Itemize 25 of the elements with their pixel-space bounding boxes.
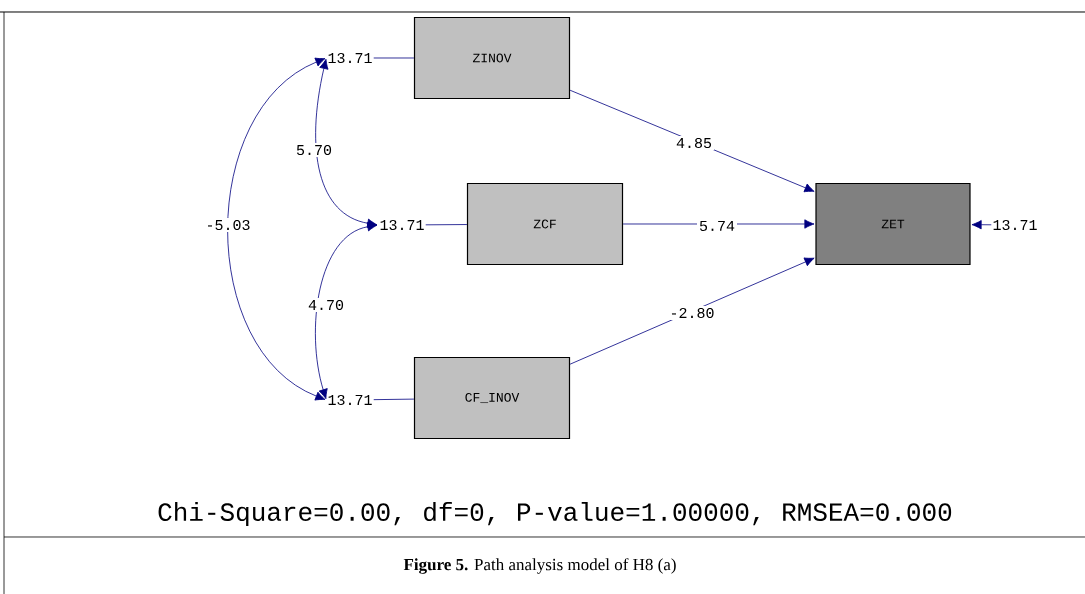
edge-label: -5.03 [203,217,253,233]
variable-box: ZET [815,182,971,266]
connector-line [373,398,415,401]
variance-value: 13.71 [380,219,424,231]
connector-line [425,224,468,226]
variance-value: 13.71 [328,394,372,406]
covariance-arrow [315,58,378,228]
variance-value: 13.71 [328,52,372,64]
caption: Figure 5. Path analysis model of H8 (a) [403,558,676,574]
edge-label: 5.70 [294,142,334,158]
path-arrow [971,220,992,230]
variable-box: ZCF [466,182,624,266]
edge-label: -2.80 [667,305,717,321]
fit-statistics: Chi-Square=0.00, df=0, P-value=1.00000, RMSEA=0.000 [158,501,952,527]
covariance-arrow [227,57,326,401]
path-arrow [569,89,815,193]
edge-label: 4.85 [674,135,714,151]
variable-box: ZINOV [413,16,571,100]
edge-label: 5.74 [697,219,737,233]
edge-label: 4.70 [306,297,346,313]
path-arrow [569,257,815,365]
variance-value: 13.71 [993,219,1037,231]
connector-line [373,57,415,59]
variable-box: CF_INOV [413,356,571,440]
covariance-arrow [315,222,378,400]
